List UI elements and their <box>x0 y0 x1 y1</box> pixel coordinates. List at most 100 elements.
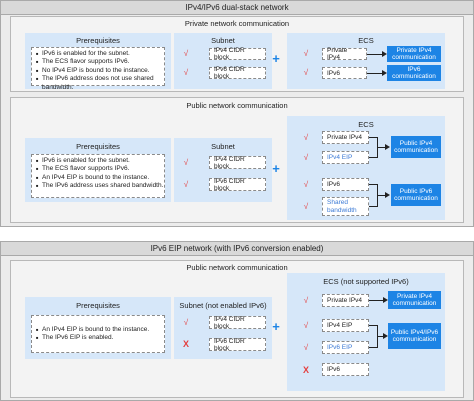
ecs-box: ECS √ Private IPv4 √ IPv4 EIP √ IPv6 √ S… <box>287 116 445 220</box>
section-title: IPv6 EIP network (with IPv6 conversion e… <box>1 242 473 256</box>
ecs-title: ECS <box>358 36 374 45</box>
dual-stack-section: IPv4/IPv6 dual-stack network Private net… <box>0 0 474 227</box>
list-item: The IPv6 EIP is enabled. <box>36 334 164 343</box>
check-mark: √ <box>183 68 189 77</box>
check-mark: √ <box>303 296 309 305</box>
arrow-head <box>383 297 388 303</box>
ecs-title: ECS <box>358 120 374 129</box>
private-ipv4: Private IPv4 <box>322 47 367 61</box>
list-item: The IPv6 address uses shared bandwidth. <box>36 182 164 191</box>
section-title: IPv4/IPv6 dual-stack network <box>1 1 473 15</box>
ipv4-eip: IPv4 EIP <box>322 319 369 332</box>
panel-title: Public network communication <box>186 263 288 272</box>
check-mark: √ <box>303 180 309 189</box>
list-item: An IPv4 EIP is bound to the instance. <box>36 326 164 335</box>
arrow-head <box>385 192 390 198</box>
ipv6-eip-section: IPv6 EIP network (with IPv6 conversion e… <box>0 241 474 401</box>
panel-title: Private network communication <box>184 19 290 28</box>
subnet-box: Subnet √ IPv4 CIDR block √ IPv6 CIDR blo… <box>174 138 272 202</box>
prerequisites-list: IPv6 is enabled for the subnet. The ECS … <box>36 157 164 191</box>
check-mark: √ <box>303 133 309 142</box>
prerequisites-title: Prerequisites <box>76 142 120 151</box>
ipv6: IPv6 <box>322 363 369 376</box>
ipv4-eip: IPv4 EIP <box>322 151 369 164</box>
arrow-line <box>369 300 383 301</box>
connector-line <box>369 184 377 185</box>
arrow-line <box>377 147 385 148</box>
check-mark: √ <box>183 180 189 189</box>
arrow-head <box>383 333 388 339</box>
plus-icon: + <box>272 51 280 66</box>
prerequisites-box: Prerequisites IPv6 is enabled for the su… <box>25 138 171 202</box>
connector-line <box>369 325 377 326</box>
private-ipv4: Private IPv4 <box>322 294 369 307</box>
subnet-title: Subnet (not enabled IPv6) <box>179 301 267 310</box>
ipv6-communication: IPv6 communication <box>387 65 441 81</box>
prerequisites-title: Prerequisites <box>76 36 120 45</box>
ipv6-cidr-block: IPv6 CIDR block <box>209 66 266 80</box>
subnet-title: Subnet <box>211 142 235 151</box>
ipv6-cidr-block: IPv6 CIDR block <box>209 178 266 192</box>
list-item: An IPv4 EIP is bound to the instance. <box>36 174 164 183</box>
check-mark: √ <box>303 343 309 352</box>
subnet-box: Subnet √ IPv4 CIDR block √ IPv6 CIDR blo… <box>174 33 272 89</box>
subnet-title: Subnet <box>211 36 235 45</box>
prerequisites-box: Prerequisites IPv6 is enabled for the su… <box>25 33 171 91</box>
ipv6-eip: IPv6 EIP <box>322 341 369 354</box>
arrow-line <box>377 336 383 337</box>
connector-line <box>369 206 377 207</box>
ecs-title: ECS (not supported IPv6) <box>323 277 409 286</box>
arrow-head <box>385 144 390 150</box>
subnet-box: Subnet (not enabled IPv6) √ IPv4 CIDR bl… <box>174 297 272 359</box>
list-item: The IPv6 address does not use shared ban… <box>36 75 164 92</box>
ecs-box: ECS (not supported IPv6) √ Private IPv4 … <box>287 273 445 391</box>
ecs-box: ECS √ Private IPv4 √ IPv6 Private IPv4 c… <box>287 33 445 89</box>
public-ipv4-ipv6-communication: Public IPv4/IPv6 communication <box>388 323 441 349</box>
list-item: IPv6 is enabled for the subnet. <box>36 157 164 166</box>
connector-line <box>369 137 377 138</box>
ipv6: IPv6 <box>322 178 369 191</box>
cross-mark: X <box>182 339 189 349</box>
arrow-line <box>367 73 382 74</box>
ipv6-cidr-block: IPv6 CIDR block <box>209 338 266 352</box>
shared-bandwidth: Shared bandwidth <box>322 197 369 216</box>
check-mark: √ <box>183 49 189 58</box>
check-mark: √ <box>183 158 189 167</box>
check-mark: √ <box>303 202 309 211</box>
ipv4-cidr-block: IPv4 CIDR block <box>209 47 266 61</box>
list-item: No IPv4 EIP is bound to the instance. <box>36 67 164 76</box>
public-communication-panel: Public network communication Prerequisit… <box>10 97 464 223</box>
private-ipv4: Private IPv4 <box>322 131 369 144</box>
private-ipv4-communication: Private IPv4 communication <box>387 46 441 62</box>
ipv6: IPv6 <box>322 67 367 79</box>
prerequisites-list: IPv6 is enabled for the subnet. The ECS … <box>36 50 164 92</box>
list-item: The ECS flavor supports IPv6. <box>36 58 164 67</box>
ipv4-cidr-block: IPv4 CIDR block <box>209 156 266 170</box>
plus-icon: + <box>272 161 280 176</box>
plus-icon: + <box>272 319 280 334</box>
connector-line <box>369 157 377 158</box>
public-communication-panel: Public network communication Prerequisit… <box>10 260 464 398</box>
check-mark: √ <box>303 49 309 58</box>
check-mark: √ <box>183 318 189 327</box>
check-mark: √ <box>303 68 309 77</box>
arrow-line <box>367 54 382 55</box>
panel-title: Public network communication <box>186 101 288 110</box>
arrow-line <box>377 195 385 196</box>
list-item: The ECS flavor supports IPv6. <box>36 165 164 174</box>
prerequisites-list-box: IPv6 is enabled for the subnet. The ECS … <box>31 47 165 91</box>
prerequisites-list: An IPv4 EIP is bound to the instance. Th… <box>36 326 164 343</box>
connector-line <box>369 347 377 348</box>
prerequisites-box: Prerequisites An IPv4 EIP is bound to th… <box>25 297 171 359</box>
check-mark: √ <box>303 153 309 162</box>
public-ipv6-communication: Public IPv6 communication <box>391 184 441 206</box>
public-ipv4-communication: Public IPv4 communication <box>391 136 441 158</box>
prerequisites-title: Prerequisites <box>76 301 120 310</box>
prerequisites-list-box: An IPv4 EIP is bound to the instance. Th… <box>31 315 165 353</box>
prerequisites-list-box: IPv6 is enabled for the subnet. The ECS … <box>31 154 165 198</box>
arrow-head <box>382 51 387 57</box>
private-communication-panel: Private network communication Prerequisi… <box>10 16 464 92</box>
private-ipv4-communication: Private IPv4 communication <box>388 291 441 309</box>
ipv4-cidr-block: IPv4 CIDR block <box>209 316 266 330</box>
check-mark: √ <box>303 321 309 330</box>
